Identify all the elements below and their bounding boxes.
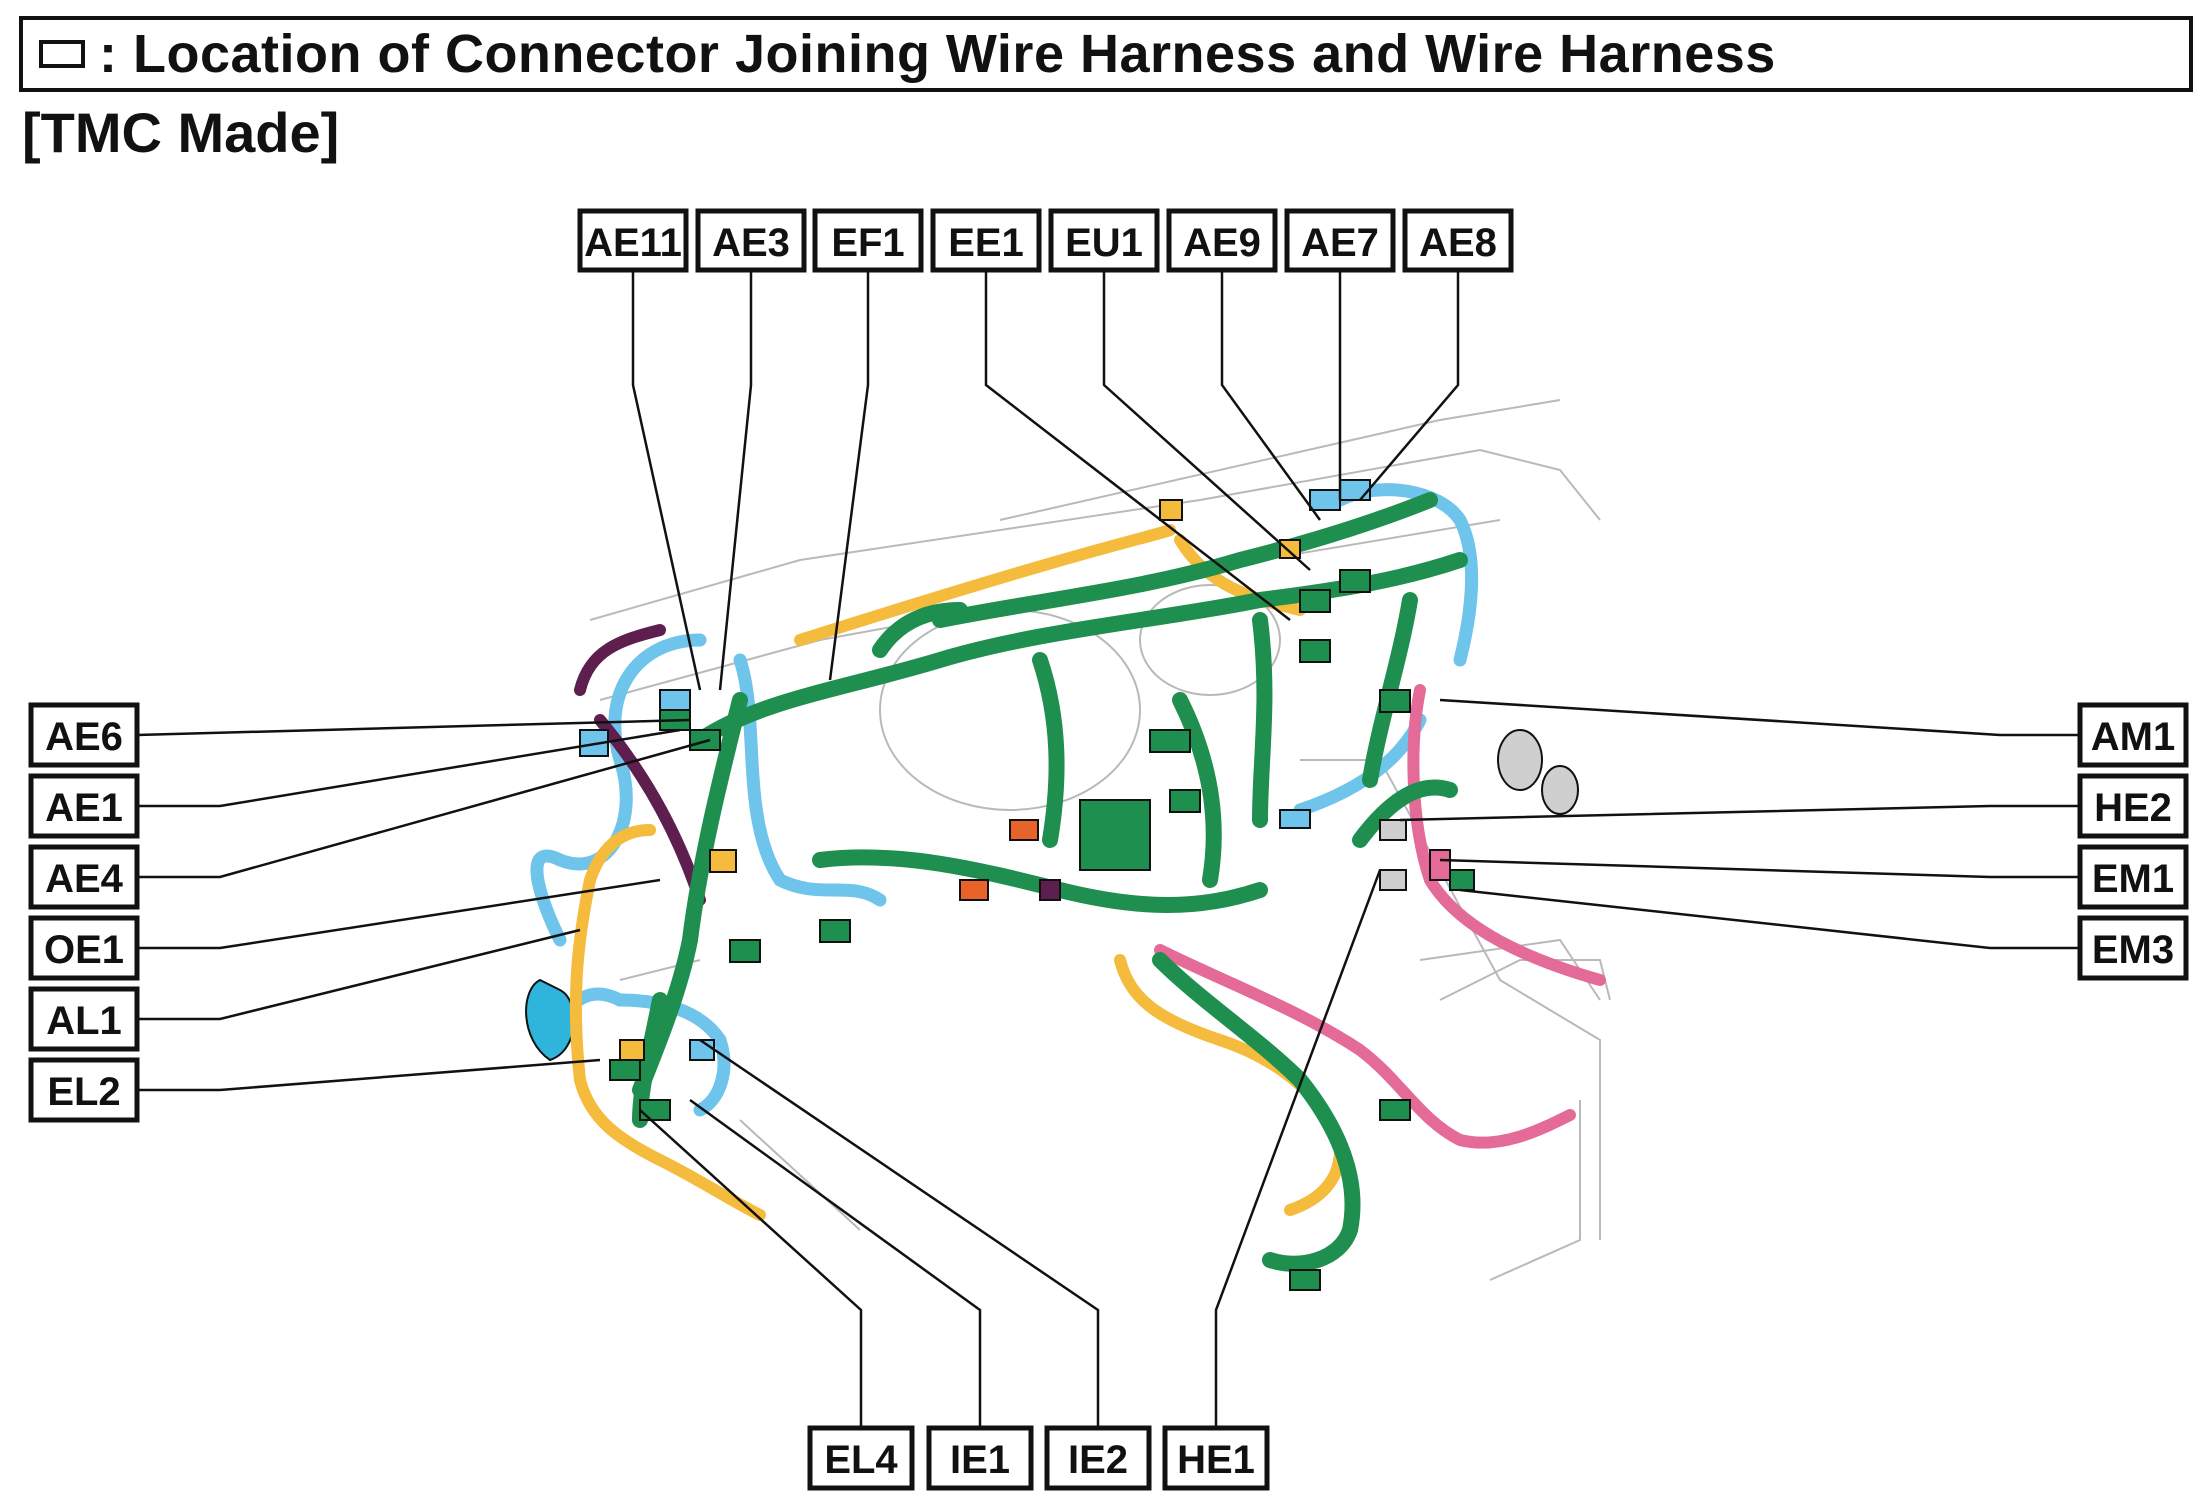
svg-text:AE11: AE11 (584, 221, 682, 265)
label-ee1: EE1 (930, 208, 1042, 273)
label-ae4: AE4 (28, 844, 140, 910)
svg-text:AE8: AE8 (1419, 221, 1497, 265)
header-title: : Location of Connector Joining Wire Har… (99, 24, 1776, 84)
svg-text:AL1: AL1 (46, 999, 122, 1043)
label-ae3: AE3 (695, 208, 807, 273)
svg-text:HE1: HE1 (1177, 1438, 1255, 1482)
svg-text:EL2: EL2 (47, 1070, 120, 1114)
label-el2: EL2 (28, 1057, 140, 1123)
label-em3: EM3 (2077, 915, 2189, 981)
label-ae11: AE11 (577, 208, 689, 273)
svg-text:AE3: AE3 (712, 221, 790, 265)
label-al1: AL1 (28, 986, 140, 1052)
svg-text:IE2: IE2 (1068, 1438, 1128, 1482)
label-ae8: AE8 (1402, 208, 1514, 273)
label-oe1: OE1 (28, 915, 140, 981)
leader-lines (136, 270, 2080, 1428)
label-em1: EM1 (2077, 844, 2189, 910)
svg-text:EU1: EU1 (1065, 221, 1143, 265)
label-ae7: AE7 (1284, 208, 1396, 273)
top-connector-labels: AE11 AE3 EF1 EE1 EU1 AE9 AE7 AE8 (577, 208, 1514, 273)
svg-text:AE4: AE4 (45, 857, 124, 901)
svg-text:IE1: IE1 (950, 1438, 1010, 1482)
label-ie1: IE1 (926, 1425, 1034, 1491)
svg-text:AM1: AM1 (2091, 715, 2175, 759)
svg-text:EF1: EF1 (831, 221, 904, 265)
svg-text:HE2: HE2 (2094, 786, 2172, 830)
label-am1: AM1 (2077, 702, 2189, 768)
svg-text:AE7: AE7 (1301, 221, 1379, 265)
label-ae1: AE1 (28, 773, 140, 839)
connector-legend-symbol (39, 40, 85, 68)
label-he1: HE1 (1162, 1425, 1270, 1491)
label-ef1: EF1 (812, 208, 924, 273)
svg-text:EM1: EM1 (2092, 857, 2174, 901)
label-ae9: AE9 (1166, 208, 1278, 273)
right-connector-labels: AM1 HE2 EM1 EM3 (2077, 702, 2189, 981)
svg-text:EM3: EM3 (2092, 928, 2174, 972)
label-he2: HE2 (2077, 773, 2189, 839)
label-eu1: EU1 (1048, 208, 1160, 273)
label-el4: EL4 (807, 1425, 915, 1491)
legend-header: : Location of Connector Joining Wire Har… (19, 16, 2193, 92)
steering-column-boot (1497, 729, 1579, 815)
svg-text:AE6: AE6 (45, 715, 123, 759)
svg-text:EE1: EE1 (948, 221, 1024, 265)
svg-text:OE1: OE1 (44, 928, 124, 972)
svg-text:AE9: AE9 (1183, 221, 1261, 265)
left-connector-labels: AE6 AE1 AE4 OE1 AL1 EL2 (28, 702, 140, 1123)
label-ae6: AE6 (28, 702, 140, 768)
svg-text:AE1: AE1 (45, 786, 123, 830)
label-ie2: IE2 (1044, 1425, 1152, 1491)
grommet-blue (525, 978, 575, 1062)
subtitle: [TMC Made] (22, 101, 340, 164)
bottom-connector-labels: EL4 IE1 IE2 HE1 (807, 1425, 1270, 1491)
svg-text:EL4: EL4 (824, 1438, 898, 1482)
